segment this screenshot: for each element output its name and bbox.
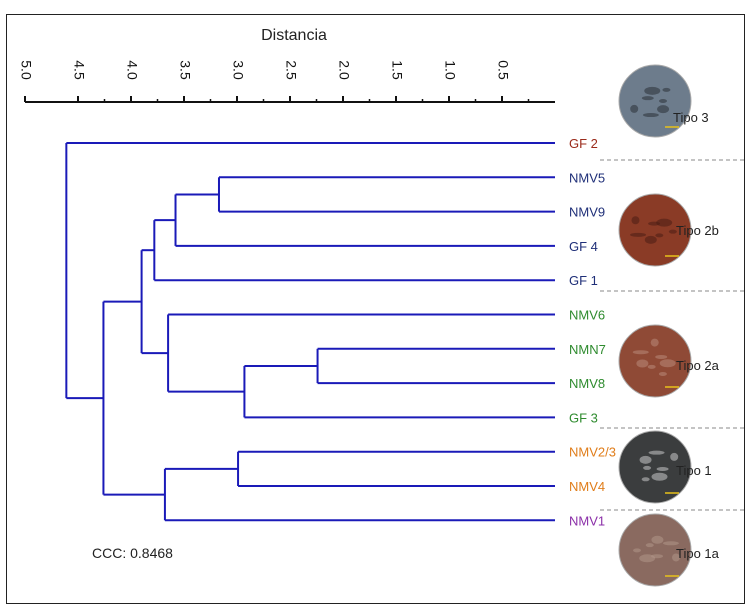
rock-texture-spot — [659, 99, 667, 103]
rock-texture-spot — [648, 450, 665, 455]
rock-texture-spot — [668, 229, 677, 234]
rock-texture-spot — [656, 218, 673, 227]
rock-sample-photo — [618, 64, 692, 138]
rock-texture-spot — [647, 364, 656, 369]
axis-tick-label: 1.0 — [442, 60, 458, 80]
rock-texture-spot — [655, 354, 668, 359]
rock-texture-spot — [662, 87, 671, 92]
rock-texture-spot — [630, 104, 639, 113]
leaf-label: GF 4 — [569, 239, 598, 254]
ccc-annotation: CCC: 0.8468 — [92, 545, 173, 561]
rock-texture-spot — [631, 216, 640, 225]
rock-texture-spot — [662, 541, 679, 546]
leaf-label: NMV8 — [569, 376, 605, 391]
axis-tick-label: 2.0 — [336, 60, 352, 80]
group-label: Tipo 1a — [676, 546, 720, 561]
leaf-label: NMV4 — [569, 479, 605, 494]
axis-tick-label: 4.0 — [124, 60, 140, 80]
rock-texture-spot — [630, 232, 647, 237]
rock-sample-photo — [618, 430, 692, 504]
leaf-label: NMV5 — [569, 170, 605, 185]
rock-texture-spot — [670, 452, 679, 461]
group-label: Tipo 1 — [676, 463, 712, 478]
leaf-label: NMN7 — [569, 342, 606, 357]
rock-texture-spot — [651, 472, 668, 481]
rock-sample-photo — [618, 193, 692, 267]
axis-tick-label: 3.0 — [230, 60, 246, 80]
rock-texture-spot — [639, 554, 656, 563]
rock-texture-spot — [655, 233, 664, 238]
rock-texture-spot — [644, 86, 661, 95]
rock-texture-spot — [659, 359, 676, 368]
leaf-label: NMV1 — [569, 513, 605, 528]
leaf-label: GF 3 — [569, 410, 598, 425]
leaf-label: NMV2/3 — [569, 445, 616, 460]
rock-texture-spot — [641, 477, 650, 482]
leaf-label: GF 2 — [569, 136, 598, 151]
leaf-label: NMV6 — [569, 308, 605, 323]
axis-tick-label: 3.5 — [177, 60, 193, 80]
rock-texture-spot — [645, 543, 654, 548]
axis-tick-label: 0.5 — [495, 60, 511, 80]
group-label: Tipo 3 — [673, 110, 709, 125]
rock-texture-spot — [639, 455, 652, 464]
rock-texture-spot — [657, 105, 670, 114]
rock-texture-spot — [658, 371, 667, 376]
rock-texture-spot — [643, 465, 652, 470]
axis-tick-label: 4.5 — [71, 60, 87, 80]
rock-texture-spot — [641, 96, 654, 101]
rock-texture-spot — [632, 350, 649, 355]
rock-texture-spot — [633, 548, 642, 553]
axis-title: Distancia — [261, 27, 327, 44]
rock-texture-spot — [651, 535, 664, 544]
rock-texture-spot — [656, 466, 669, 471]
rock-texture-spot — [636, 359, 649, 368]
rock-texture-spot — [650, 338, 659, 347]
rock-sample-photo — [618, 324, 692, 398]
axis-tick-label: 2.5 — [283, 60, 299, 80]
leaf-label: NMV9 — [569, 205, 605, 220]
group-label: Tipo 2b — [676, 223, 719, 238]
rock-texture-spot — [644, 235, 657, 244]
leaf-label: GF 1 — [569, 273, 598, 288]
figure-frame — [6, 14, 745, 604]
axis-tick-label: 5.0 — [18, 60, 34, 80]
group-label: Tipo 2a — [676, 358, 720, 373]
rock-texture-spot — [672, 553, 681, 562]
rock-sample-photo — [618, 513, 692, 587]
axis-tick-label: 1.5 — [389, 60, 405, 80]
rock-texture-spot — [642, 113, 659, 118]
